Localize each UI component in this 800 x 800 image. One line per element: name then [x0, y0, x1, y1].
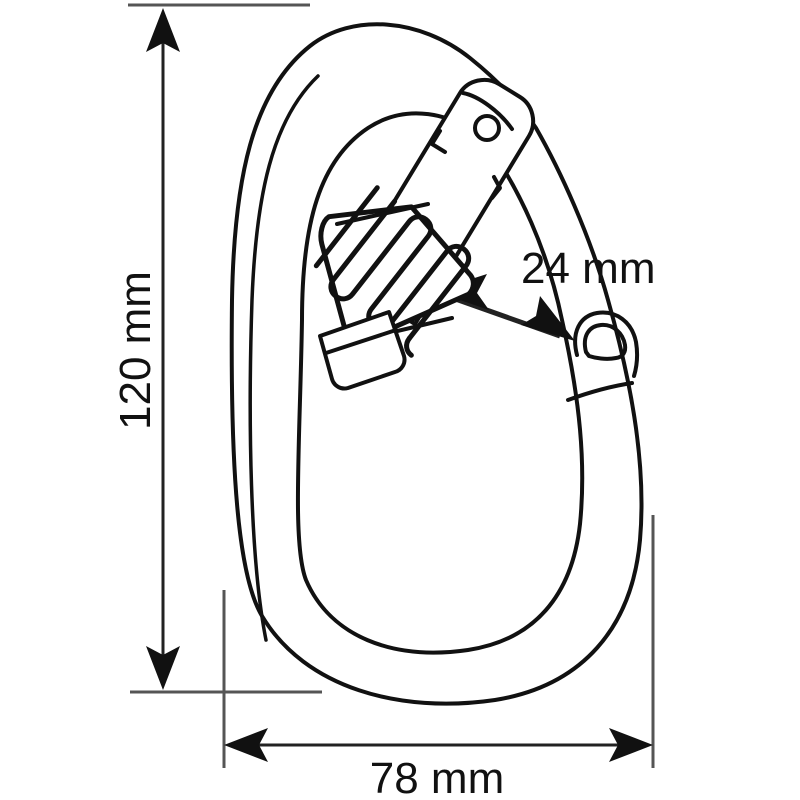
- arrowhead-up: [146, 8, 180, 52]
- dimension-label-height: 120 mm: [111, 271, 160, 430]
- dimension-width-78mm: 78 mm: [224, 728, 653, 800]
- body-outer-outline: [229, 22, 644, 706]
- carabiner-spine: [248, 74, 320, 642]
- dimension-height-120mm: 120 mm: [111, 8, 180, 690]
- gate-arm-edge: [430, 129, 447, 154]
- gate-rivet-hole: [473, 114, 501, 142]
- arrowhead-left: [224, 728, 268, 762]
- gate-arm-cap-seam: [461, 91, 514, 131]
- knurled-grip: [313, 185, 472, 358]
- dimension-extension-lines: [128, 3, 655, 768]
- dimension-label-width: 78 mm: [370, 754, 504, 800]
- body-inner-outline: [295, 111, 585, 655]
- arrowhead-downright: [521, 296, 575, 341]
- arrowhead-right: [609, 728, 653, 762]
- keylock-nose: [566, 310, 640, 402]
- sleeve-collar: [318, 310, 407, 391]
- carabiner-body: [229, 22, 644, 706]
- arrowhead-down: [146, 646, 180, 690]
- gate-arm-step: [490, 175, 502, 200]
